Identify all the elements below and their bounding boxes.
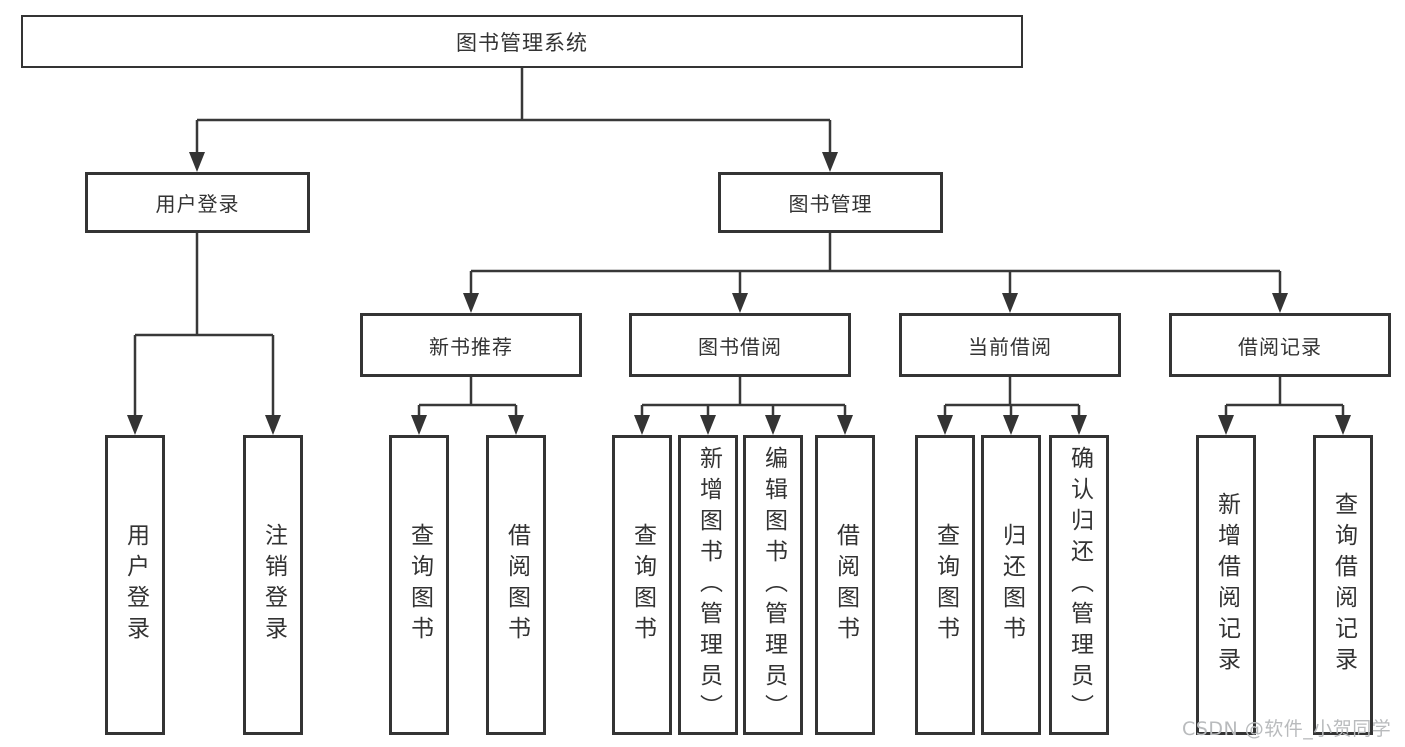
arrow-down-icon [1003, 415, 1019, 435]
arrow-down-icon [265, 415, 281, 435]
csdn-watermark: CSDN @软件_小贺同学 [1182, 718, 1392, 740]
arrow-down-icon [1218, 415, 1234, 435]
leaf-logout: 注销登录 [243, 435, 303, 735]
connector-current-borrowing-to-leaves [943, 377, 1081, 419]
arrow-down-icon [508, 415, 524, 435]
arrow-down-icon [822, 152, 838, 172]
arrow-down-icon [189, 152, 205, 172]
node-label: 图书管理 [788, 192, 873, 216]
arrow-down-icon [411, 415, 427, 435]
node-label: 查询图书 [406, 523, 433, 647]
arrow-down-icon [1071, 415, 1087, 435]
leaf-borrowing-query-books: 查询图书 [612, 435, 672, 735]
node-label: 编辑图书（管理员） [760, 445, 787, 725]
connector-borrowing-records-to-leaves [1224, 377, 1345, 419]
connector-book-management-to-level3 [469, 233, 1282, 297]
node-label: 借阅图书 [832, 523, 859, 647]
node-book-management: 图书管理 [718, 172, 943, 233]
leaf-query-borrow-record: 查询借阅记录 [1313, 435, 1373, 735]
arrow-down-icon [732, 293, 748, 313]
node-user-login: 用户登录 [85, 172, 310, 233]
leaf-borrowing-borrow-books: 借阅图书 [815, 435, 875, 735]
node-label: 新书推荐 [429, 334, 513, 359]
node-label: 当前借阅 [968, 334, 1052, 359]
arrow-down-icon [127, 415, 143, 435]
node-label: 图书管理系统 [456, 30, 588, 55]
node-label: 借阅记录 [1238, 334, 1322, 359]
leaf-add-books-admin: 新增图书（管理员） [678, 435, 738, 735]
leaf-recommend-query-books: 查询图书 [389, 435, 449, 735]
node-label: 用户登录 [155, 192, 240, 216]
node-label: 用户登录 [122, 523, 149, 647]
node-label: 借阅图书 [503, 523, 530, 647]
node-label: 查询图书 [932, 523, 959, 647]
leaf-recommend-borrow-books: 借阅图书 [486, 435, 546, 735]
node-library-management-system: 图书管理系统 [21, 15, 1023, 68]
arrow-down-icon [937, 415, 953, 435]
node-label: 归还图书 [998, 523, 1025, 647]
connector-new-book-recommendation-to-leaves [417, 377, 518, 419]
arrow-down-icon [700, 415, 716, 435]
arrow-down-icon [634, 415, 650, 435]
node-book-borrowing: 图书借阅 [629, 313, 851, 377]
leaf-edit-books-admin: 编辑图书（管理员） [743, 435, 803, 735]
node-label: 注销登录 [260, 523, 287, 647]
connector-book-borrowing-to-leaves [640, 377, 847, 419]
arrow-down-icon [1335, 415, 1351, 435]
arrow-down-icon [837, 415, 853, 435]
node-label: 新增借阅记录 [1213, 492, 1240, 678]
node-new-book-recommendation: 新书推荐 [360, 313, 582, 377]
connector-root-to-level2 [195, 68, 832, 156]
arrow-down-icon [1002, 293, 1018, 313]
node-label: 图书借阅 [698, 334, 782, 359]
connector-user-login-to-leaves [133, 233, 275, 419]
node-label: 查询图书 [629, 523, 656, 647]
arrow-down-icon [765, 415, 781, 435]
arrow-down-icon [463, 293, 479, 313]
leaf-current-query-books: 查询图书 [915, 435, 975, 735]
node-current-borrowing: 当前借阅 [899, 313, 1121, 377]
node-label: 新增图书（管理员） [695, 445, 722, 725]
arrow-down-icon [1272, 293, 1288, 313]
node-label: 确认归还（管理员） [1066, 445, 1093, 725]
leaf-confirm-return-admin: 确认归还（管理员） [1049, 435, 1109, 735]
leaf-user-login: 用户登录 [105, 435, 165, 735]
leaf-add-borrow-record: 新增借阅记录 [1196, 435, 1256, 735]
leaf-return-books: 归还图书 [981, 435, 1041, 735]
node-label: 查询借阅记录 [1330, 492, 1357, 678]
node-borrowing-records: 借阅记录 [1169, 313, 1391, 377]
